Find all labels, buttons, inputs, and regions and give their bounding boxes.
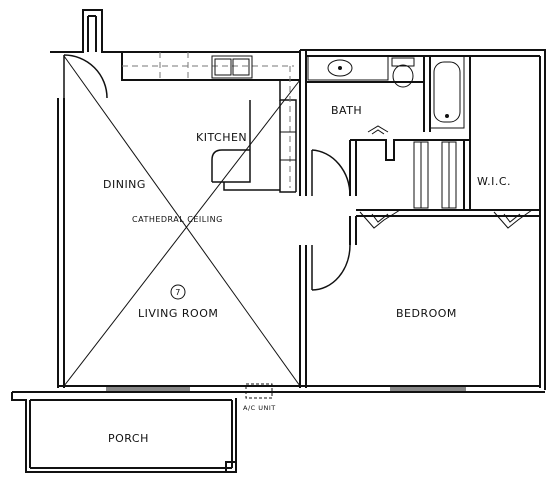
living-room-label: LIVING ROOM: [138, 307, 218, 320]
porch-label: PORCH: [108, 432, 149, 445]
bath-vanity: [307, 55, 389, 81]
room-marker-number: 7: [175, 288, 181, 297]
porch-post: [225, 461, 237, 473]
bedroom-label: BEDROOM: [396, 307, 457, 320]
wic-walls: [356, 56, 540, 217]
bath-label: BATH: [331, 104, 362, 117]
bedroom-door[interactable]: [311, 244, 351, 291]
kitchen-sink: [211, 55, 253, 79]
wic-label: W.I.C.: [477, 175, 511, 188]
ac-unit: [245, 383, 273, 399]
wic-shelves: [413, 141, 457, 209]
cathedral-ceiling-label: CATHEDRAL CEILING: [132, 215, 223, 224]
closet-doors[interactable]: [359, 209, 533, 229]
bath-door[interactable]: [311, 149, 351, 197]
porch-outline: [11, 392, 237, 473]
bathtub: [429, 55, 465, 129]
bath-top-wall: [300, 49, 546, 390]
bath-walls: [306, 56, 470, 245]
entry-wall: [50, 9, 300, 81]
kitchen-dashed: [122, 52, 294, 188]
kitchen-counter: [122, 79, 297, 193]
windows: [106, 387, 466, 391]
bath-closet: [367, 125, 389, 135]
room-marker: 7: [170, 284, 186, 300]
ac-unit-label: A/C UNIT: [243, 404, 276, 412]
entry-door[interactable]: [63, 54, 108, 99]
kitchen-label: KITCHEN: [196, 131, 247, 144]
kitchen-cabinet-lines: [280, 131, 296, 161]
cathedral-ceiling-lines: [63, 55, 301, 387]
dining-label: DINING: [103, 178, 146, 191]
toilet: [391, 57, 415, 88]
